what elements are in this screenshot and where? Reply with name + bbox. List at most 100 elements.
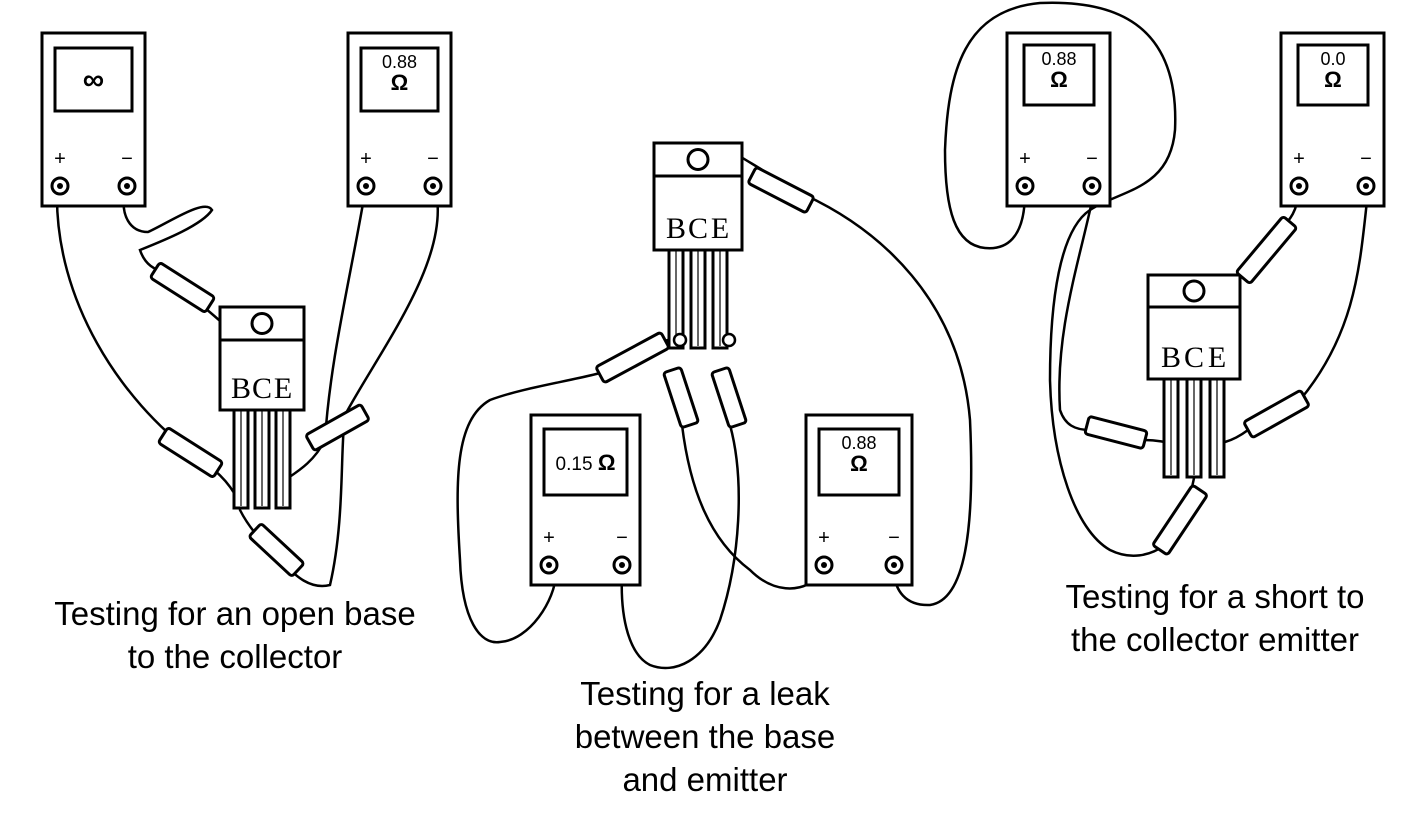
test-probe <box>662 366 700 429</box>
meter-reading: ∞ <box>83 64 104 97</box>
meter-unit: Ω <box>850 451 868 476</box>
probe-tip <box>672 332 688 348</box>
meter-display <box>817 427 901 497</box>
transistor-body <box>652 174 744 252</box>
minus-label: − <box>427 148 439 170</box>
wire <box>680 423 826 590</box>
multimeter: ∞ + − <box>40 31 147 208</box>
plus-label: + <box>54 148 66 170</box>
mounting-hole <box>686 148 710 171</box>
meter-reading: 0.88 <box>841 433 876 453</box>
meter-display <box>542 427 629 497</box>
minus-label: − <box>121 148 133 170</box>
meter-display <box>1296 43 1370 107</box>
jack-center <box>1363 183 1369 189</box>
caption-line: between the base <box>574 718 836 755</box>
lead-label: C <box>252 372 272 405</box>
test-probe <box>1152 484 1208 556</box>
wire <box>1298 190 1370 402</box>
probe-body <box>1243 389 1310 439</box>
probe-body <box>747 166 815 214</box>
probe-body <box>248 523 305 577</box>
wire <box>286 190 367 480</box>
lead-label: B <box>1161 341 1181 374</box>
caption-open-base: Testing for an open base to the collecto… <box>30 592 440 678</box>
meter-value: 0.15 <box>556 454 598 475</box>
lead-label: B <box>231 372 251 405</box>
test-probe <box>595 331 670 384</box>
plus-label: + <box>818 527 830 549</box>
plus-label: + <box>1293 148 1305 170</box>
jack-center <box>124 183 130 189</box>
caption-line: to the collector <box>127 638 343 675</box>
meter-unit: Ω <box>1324 67 1342 92</box>
probe-body <box>710 366 748 429</box>
jack-center <box>821 562 827 568</box>
test-probe <box>747 166 815 214</box>
wire <box>1058 190 1096 432</box>
meter-display <box>1022 43 1096 107</box>
multimeter: 0.15 Ω + − <box>529 413 642 587</box>
test-probe <box>157 427 224 478</box>
caption-line: Testing for a leak <box>580 675 830 712</box>
probe-body <box>1235 215 1298 285</box>
meter-display <box>53 46 134 113</box>
jack-center <box>57 183 63 189</box>
lead-label: E <box>711 212 729 245</box>
caption-line: Testing for an open base <box>54 595 416 632</box>
multimeter: 0.88Ω+− <box>804 413 914 587</box>
test-probe <box>1243 389 1310 439</box>
meter-reading: 0.88 <box>1041 49 1076 69</box>
test-probe <box>149 262 216 313</box>
jack-center <box>546 562 552 568</box>
minus-label: − <box>616 527 628 549</box>
jack-center <box>363 183 369 189</box>
caption-leak: Testing for a leak between the base and … <box>530 672 880 801</box>
meter-reading: 0.88 <box>382 52 417 72</box>
probe-body <box>595 331 670 384</box>
mounting-hole <box>1182 279 1206 303</box>
transistor-body <box>1146 305 1242 381</box>
probe-body <box>149 262 216 313</box>
transistor-body <box>218 338 306 412</box>
lead-label: E <box>274 372 292 405</box>
jack-center <box>891 562 897 568</box>
probe-body <box>157 427 224 478</box>
lead-label: E <box>1208 341 1226 374</box>
mounting-hole <box>250 312 274 335</box>
multimeter: 0.0Ω + − <box>1279 31 1386 208</box>
plus-label: + <box>543 527 555 549</box>
multimeter: 0.88Ω+− <box>1005 31 1112 208</box>
wire <box>1223 428 1250 444</box>
meter-unit: Ω <box>1050 67 1068 92</box>
jack-center <box>1296 183 1302 189</box>
meter-unit: Ω <box>391 70 409 95</box>
test-probe <box>710 366 748 429</box>
wire <box>122 190 237 337</box>
test-probe <box>1235 215 1298 285</box>
test-probe <box>305 403 370 452</box>
meter-display <box>359 46 440 113</box>
plus-label: + <box>360 148 372 170</box>
lead-label: C <box>688 212 708 245</box>
jack-center <box>1022 183 1028 189</box>
test-probe <box>1083 415 1149 450</box>
wire <box>55 190 240 502</box>
lead-label: C <box>1184 341 1204 374</box>
jack-center <box>430 183 436 189</box>
meter-reading: 0.0 <box>1320 49 1345 69</box>
jack-center <box>619 562 625 568</box>
lead-label: B <box>666 212 686 245</box>
jack-center <box>1089 183 1095 189</box>
wire <box>943 1 1177 557</box>
minus-label: − <box>1360 148 1372 170</box>
probe-body <box>305 403 370 452</box>
wire <box>620 423 740 670</box>
meter-unit: Ω <box>598 450 616 475</box>
meter-reading: 0.15 Ω <box>556 450 616 475</box>
